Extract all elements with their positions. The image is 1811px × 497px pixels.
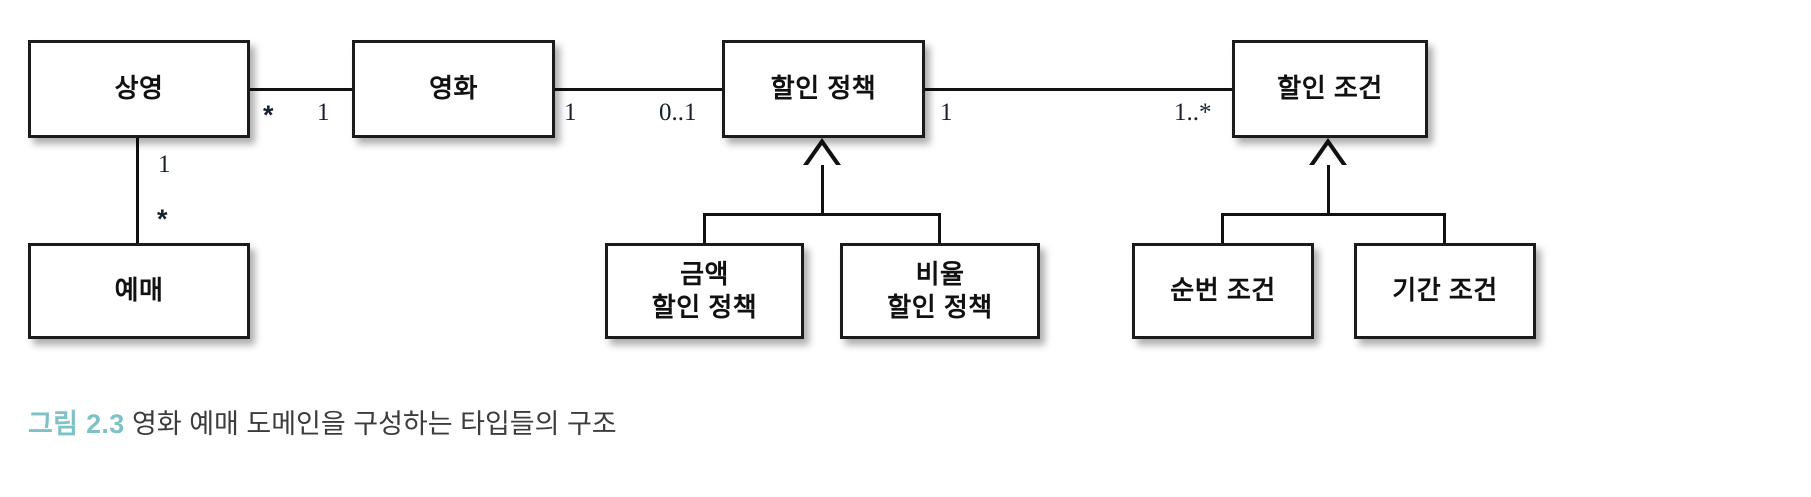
multiplicity-discount-policy-to-movie: 0..1 (659, 99, 697, 126)
class-box-reservation[interactable]: 예매 (28, 243, 250, 339)
class-label-screening: 상영 (114, 73, 164, 104)
figure-caption: 그림 2.3 영화 예매 도메인을 구성하는 타입들의 구조 (28, 408, 617, 440)
multiplicity-movie-to-screening: 1 (317, 99, 330, 126)
class-box-period-condition[interactable]: 기간 조건 (1354, 243, 1536, 339)
class-box-percent-discount-policy[interactable]: 비율 할인 정책 (840, 243, 1040, 339)
multiplicity-reservation-to-screening: * (157, 204, 168, 234)
multiplicity-screening-to-movie: * (263, 100, 274, 130)
association-line-discount-policy-discount-condition (923, 88, 1232, 91)
multiplicity-screening-to-reservation: 1 (158, 151, 171, 178)
class-box-sequence-condition[interactable]: 순번 조건 (1132, 243, 1314, 339)
association-line-movie-discount-policy (553, 88, 722, 91)
generalization-crossbar-discount-condition (1221, 213, 1446, 216)
class-label-discount-condition: 할인 조건 (1277, 73, 1383, 104)
class-box-amount-discount-policy[interactable]: 금액 할인 정책 (605, 243, 804, 339)
class-label-discount-policy: 할인 정책 (770, 73, 877, 104)
class-label-movie: 영화 (429, 73, 478, 104)
multiplicity-movie-to-discount-policy: 1 (564, 99, 577, 126)
class-box-movie[interactable]: 영화 (352, 40, 555, 138)
class-label-reservation: 예매 (114, 275, 164, 306)
generalization-drop-percent-discount-policy (938, 213, 941, 244)
class-box-discount-policy[interactable]: 할인 정책 (722, 40, 925, 138)
generalization-crossbar-discount-policy (703, 213, 941, 216)
generalization-arrowhead-discount-condition-inner (1314, 145, 1342, 165)
figure-caption-text: 영화 예매 도메인을 구성하는 타입들의 구조 (124, 409, 617, 439)
multiplicity-condition-to-discount-policy: 1..* (1174, 99, 1212, 126)
association-line-screening-movie (248, 88, 352, 91)
generalization-drop-sequence-condition (1221, 213, 1224, 244)
class-label-sequence-condition: 순번 조건 (1170, 275, 1276, 306)
class-label-period-condition: 기간 조건 (1392, 275, 1498, 306)
generalization-stem-discount-policy (821, 165, 824, 215)
class-box-screening[interactable]: 상영 (28, 40, 250, 138)
class-label-amount-discount-policy: 금액 할인 정책 (651, 258, 758, 322)
class-box-discount-condition[interactable]: 할인 조건 (1232, 40, 1428, 138)
association-line-screening-reservation (136, 137, 139, 243)
multiplicity-discount-policy-to-condition: 1 (940, 99, 953, 126)
figure-caption-number: 그림 2.3 (28, 409, 125, 439)
generalization-arrowhead-discount-policy-inner (808, 145, 836, 165)
class-label-percent-discount-policy: 비율 할인 정책 (887, 258, 993, 322)
generalization-drop-period-condition (1443, 213, 1446, 244)
generalization-stem-discount-condition (1327, 165, 1330, 215)
generalization-drop-amount-discount-policy (703, 213, 706, 244)
